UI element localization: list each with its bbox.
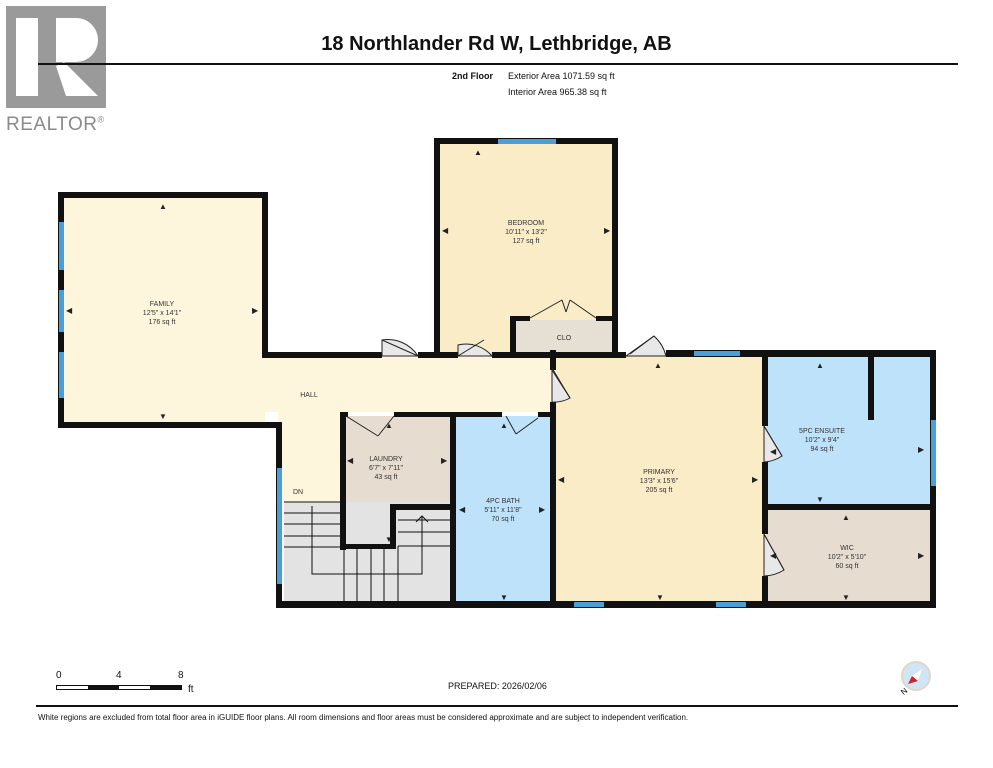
svg-text:◀: ◀ bbox=[66, 306, 73, 315]
hall-fill bbox=[62, 356, 556, 412]
svg-text:▶: ▶ bbox=[441, 456, 448, 465]
interior-area: Interior Area 965.38 sq ft bbox=[508, 87, 607, 97]
svg-text:▼: ▼ bbox=[656, 593, 664, 602]
svg-text:◀: ◀ bbox=[558, 475, 565, 484]
svg-text:◀: ◀ bbox=[770, 447, 777, 456]
svg-text:▶: ▶ bbox=[918, 445, 925, 454]
disclaimer-text: White regions are excluded from total fl… bbox=[38, 713, 689, 722]
wic-name: WIC bbox=[840, 545, 854, 552]
wic-area: 60 sq ft bbox=[836, 563, 859, 570]
svg-text:◀: ◀ bbox=[347, 456, 354, 465]
room-fills bbox=[62, 142, 932, 604]
scale-unit: ft bbox=[188, 684, 194, 695]
title-divider bbox=[38, 63, 958, 65]
realtor-r-logo-icon bbox=[6, 6, 106, 108]
scale-bar-graphic bbox=[56, 685, 182, 690]
primary-dims: 13'3" x 15'6" bbox=[640, 478, 679, 485]
svg-text:▼: ▼ bbox=[500, 593, 508, 602]
svg-text:▶: ▶ bbox=[918, 551, 925, 560]
bedroom-area: 127 sq ft bbox=[513, 238, 540, 245]
svg-text:▶: ▶ bbox=[252, 306, 259, 315]
scale-tick-8: 8 bbox=[178, 670, 184, 681]
svg-text:▲: ▲ bbox=[385, 421, 393, 430]
svg-text:▶: ▶ bbox=[604, 226, 611, 235]
closet-name: CLO bbox=[557, 335, 572, 342]
footer-divider bbox=[36, 705, 958, 707]
svg-text:N: N bbox=[899, 686, 909, 696]
stairs-down-label: DN bbox=[293, 489, 303, 496]
wic-dims: 10'2" x 5'10" bbox=[828, 554, 867, 561]
svg-text:◀: ◀ bbox=[459, 505, 466, 514]
svg-text:▶: ▶ bbox=[752, 475, 759, 484]
floor-label: 2nd Floor bbox=[452, 71, 493, 81]
primary-area: 205 sq ft bbox=[646, 487, 673, 494]
scale-tick-4: 4 bbox=[116, 670, 122, 681]
door-bedroom bbox=[457, 343, 494, 357]
wic-fill bbox=[766, 508, 932, 604]
window bbox=[716, 602, 746, 607]
laundry-dims: 6'7" x 7'11" bbox=[369, 465, 403, 472]
window bbox=[931, 420, 936, 486]
door-wic bbox=[763, 532, 785, 577]
compass-north-icon: N bbox=[898, 660, 934, 697]
doors bbox=[345, 299, 785, 577]
svg-text:▲: ▲ bbox=[816, 361, 824, 370]
svg-text:▼: ▼ bbox=[816, 495, 824, 504]
laundry-name: LAUNDRY bbox=[369, 456, 403, 463]
window bbox=[498, 139, 556, 144]
exterior-area: Exterior Area 1071.59 sq ft bbox=[508, 71, 615, 81]
svg-text:▶: ▶ bbox=[539, 505, 546, 514]
stairs bbox=[284, 501, 452, 602]
svg-text:◀: ◀ bbox=[442, 226, 449, 235]
svg-text:▲: ▲ bbox=[159, 202, 167, 211]
svg-text:▼: ▼ bbox=[385, 535, 393, 544]
bedroom-name: BEDROOM bbox=[508, 220, 544, 227]
hall-name: HALL bbox=[300, 392, 318, 399]
ensuite-fill bbox=[766, 356, 932, 506]
svg-text:▲: ▲ bbox=[842, 513, 850, 522]
bath-dims: 5'11" x 11'8" bbox=[484, 507, 522, 514]
bath-fill bbox=[456, 416, 550, 604]
svg-text:◀: ◀ bbox=[770, 551, 777, 560]
windows bbox=[59, 139, 936, 607]
ensuite-name: 5PC ENSUITE bbox=[799, 428, 845, 435]
room-labels: FAMILY 12'5" x 14'1" 176 sq ft BEDROOM 1… bbox=[143, 220, 867, 570]
family-room-name: FAMILY bbox=[150, 301, 175, 308]
svg-text:▼: ▼ bbox=[159, 412, 167, 421]
ensuite-area: 94 sq ft bbox=[811, 446, 834, 453]
door-ensuite bbox=[763, 424, 783, 463]
hall-lower-fill bbox=[278, 412, 344, 502]
property-address-title: 18 Northlander Rd W, Lethbridge, AB bbox=[321, 33, 672, 55]
ensuite-dims: 10'2" x 9'4" bbox=[805, 437, 840, 444]
window bbox=[59, 352, 64, 398]
window bbox=[694, 351, 740, 356]
family-room-dims: 12'5" x 14'1" bbox=[143, 310, 182, 317]
prepared-date: PREPARED: 2026/02/06 bbox=[448, 681, 547, 691]
svg-text:▼: ▼ bbox=[842, 593, 850, 602]
scale-tick-0: 0 bbox=[56, 670, 62, 681]
bath-name: 4PC BATH bbox=[486, 498, 520, 505]
bath-area: 70 sq ft bbox=[492, 516, 515, 523]
primary-fill bbox=[556, 356, 764, 604]
scale-bar: 0 4 8 ft bbox=[56, 670, 216, 700]
svg-text:▲: ▲ bbox=[474, 148, 482, 157]
realtor-wordmark: REALTOR® bbox=[6, 114, 105, 135]
closet-fill bbox=[514, 320, 612, 356]
door-primary bbox=[624, 335, 667, 357]
window bbox=[574, 602, 604, 607]
svg-text:▲: ▲ bbox=[500, 421, 508, 430]
window bbox=[59, 222, 64, 270]
window bbox=[277, 468, 282, 584]
dimension-markers: ▲ ▼ ◀ ▶ ▲ ◀ ▶ ▲ ▼ ◀ ▶ ▲ ▼ ▶ ◀ ▲ ▼ ▶ ◀ ▲ ▼ ◀ ▶ ▲ ▼ ◀ ▶ bbox=[66, 148, 925, 602]
family-room-area: 176 sq ft bbox=[149, 319, 176, 326]
laundry-area: 43 sq ft bbox=[375, 474, 398, 481]
window bbox=[59, 290, 64, 332]
primary-name: PRIMARY bbox=[643, 469, 675, 476]
svg-text:▲: ▲ bbox=[654, 361, 662, 370]
bedroom-dims: 10'11" x 13'2" bbox=[505, 229, 547, 236]
